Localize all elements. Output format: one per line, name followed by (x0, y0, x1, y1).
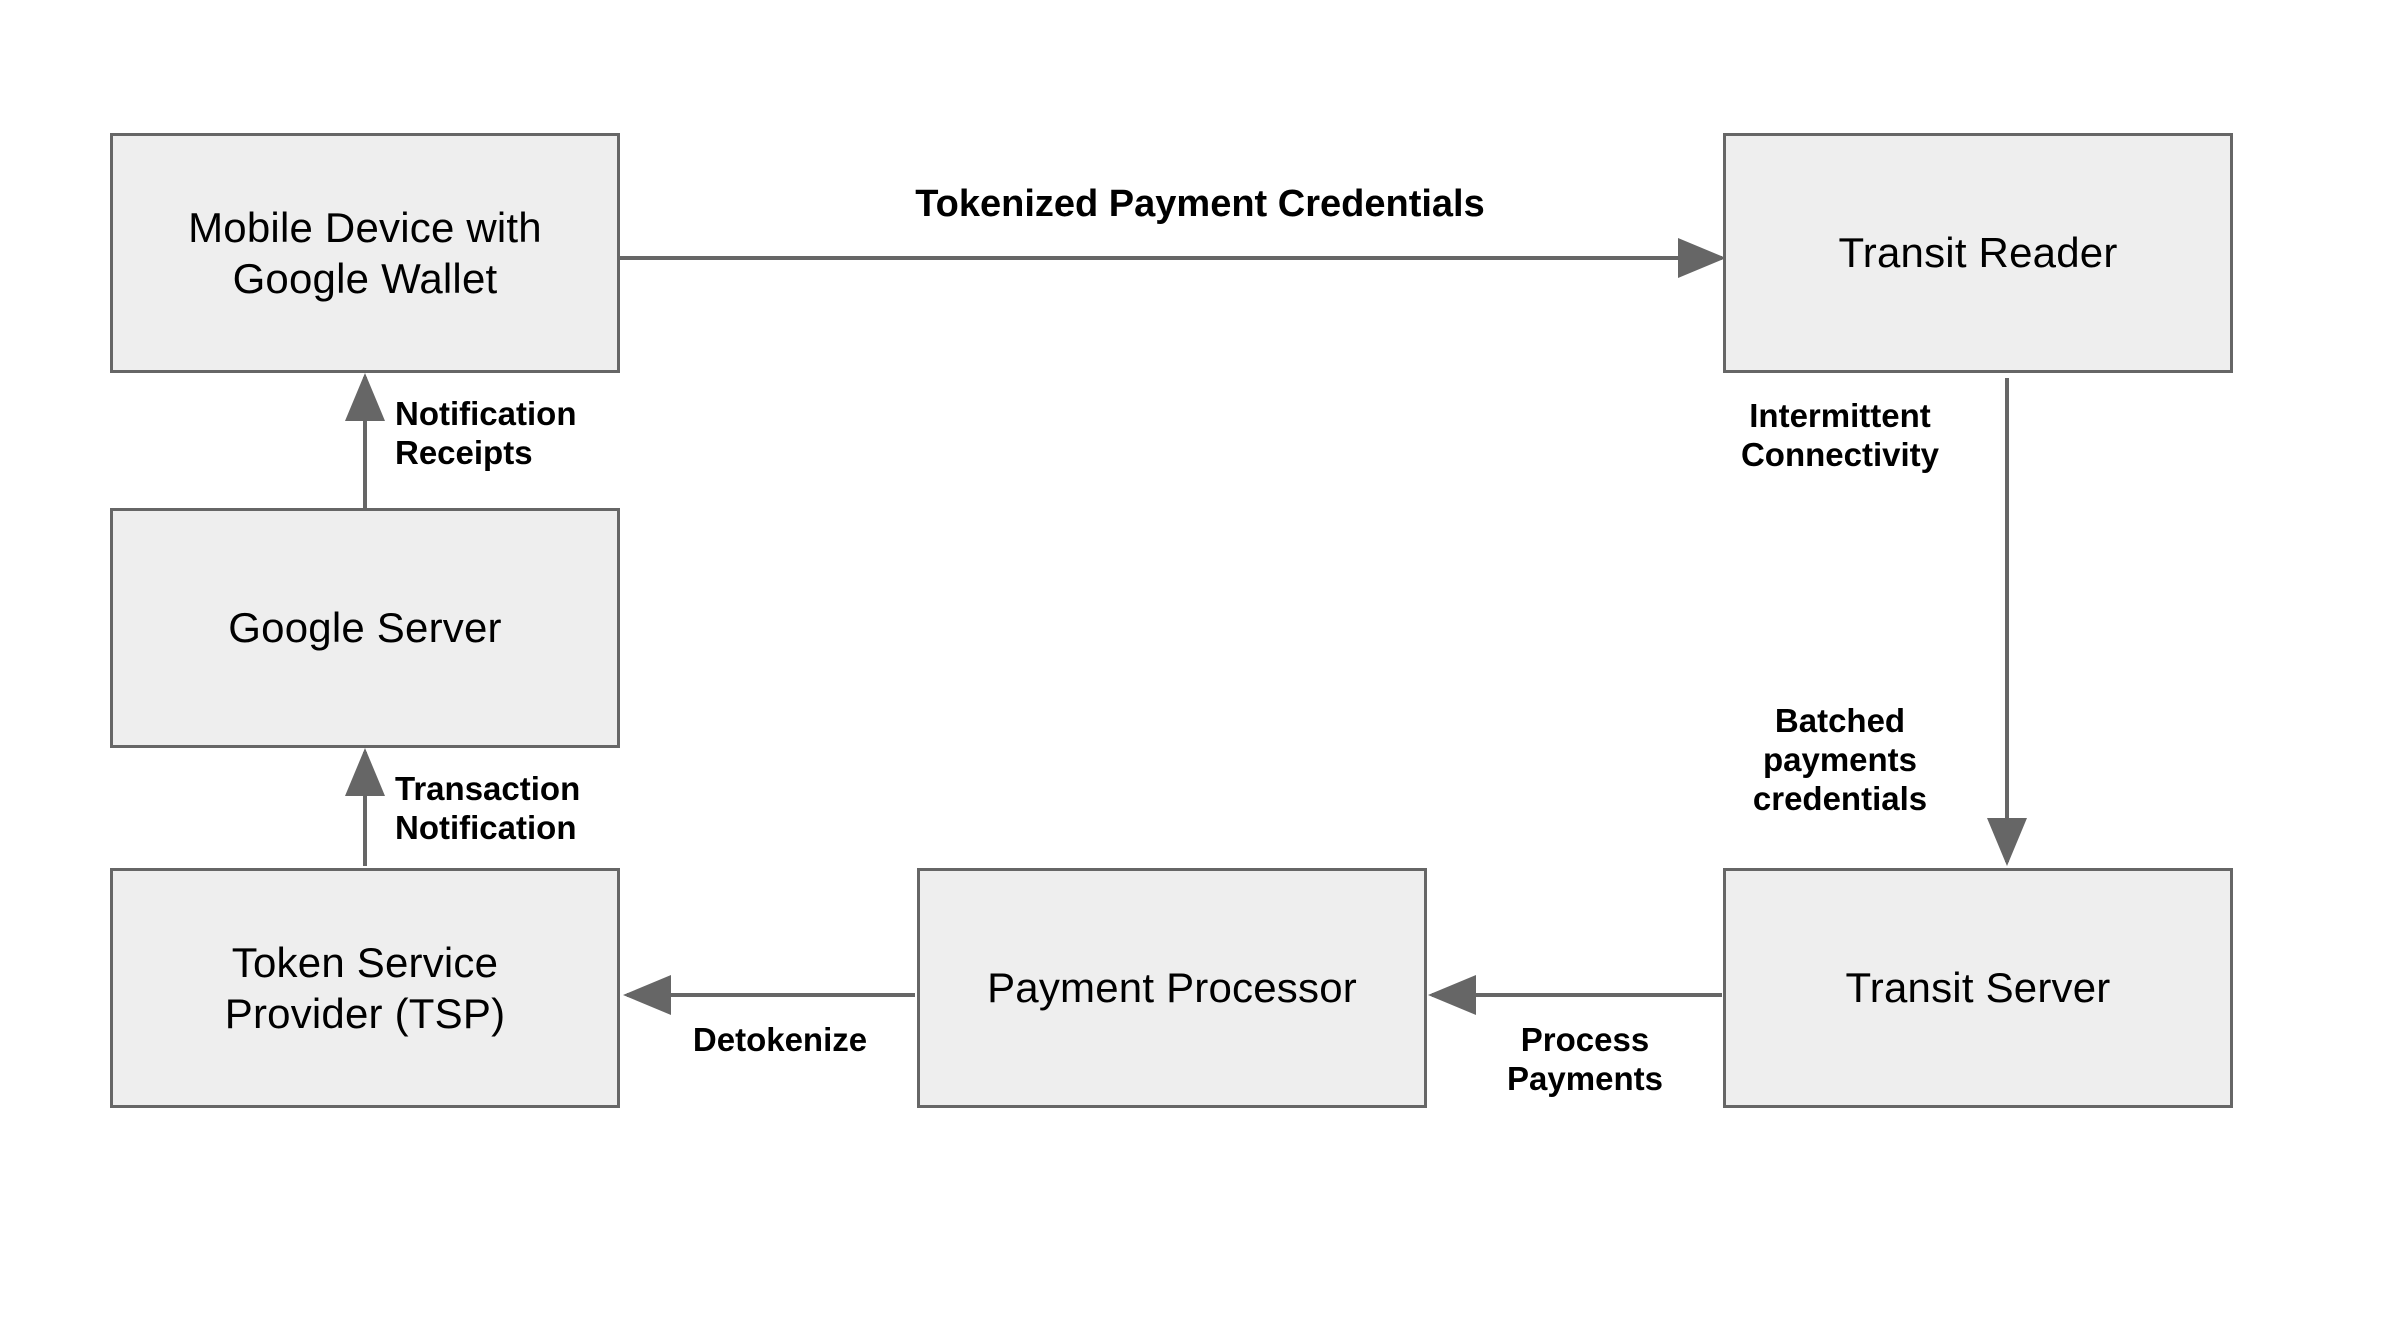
node-transit-server-label: Transit Server (1845, 964, 2111, 1012)
node-google-server-label: Google Server (228, 604, 502, 652)
node-mobile-device-label: Mobile Device with Google Wallet (188, 203, 542, 302)
node-payment-processor[interactable]: Payment Processor (917, 868, 1427, 1108)
node-mobile-device[interactable]: Mobile Device with Google Wallet (110, 133, 620, 373)
node-token-service-provider-label: Token Service Provider (TSP) (224, 938, 506, 1037)
edge-label-transaction-notification: Transaction Notification (395, 770, 581, 846)
node-transit-server[interactable]: Transit Server (1723, 868, 2233, 1108)
node-payment-processor-label: Payment Processor (987, 964, 1357, 1012)
edge-label-batched-payments-credentials: Batched payments credentials (1752, 702, 1928, 817)
edge-label-tokenized-payment-credentials: Tokenized Payment Credentials (915, 183, 1485, 225)
edge-label-intermittent-connectivity: Intermittent Connectivity (1740, 397, 1940, 473)
node-google-server[interactable]: Google Server (110, 508, 620, 748)
edge-label-notification-receipts: Notification Receipts (395, 395, 577, 471)
node-transit-reader-label: Transit Reader (1838, 229, 2118, 277)
edge-label-process-payments: Process Payments (1507, 1021, 1663, 1097)
edge-label-detokenize: Detokenize (692, 1021, 868, 1058)
node-token-service-provider[interactable]: Token Service Provider (TSP) (110, 868, 620, 1108)
node-transit-reader[interactable]: Transit Reader (1723, 133, 2233, 373)
